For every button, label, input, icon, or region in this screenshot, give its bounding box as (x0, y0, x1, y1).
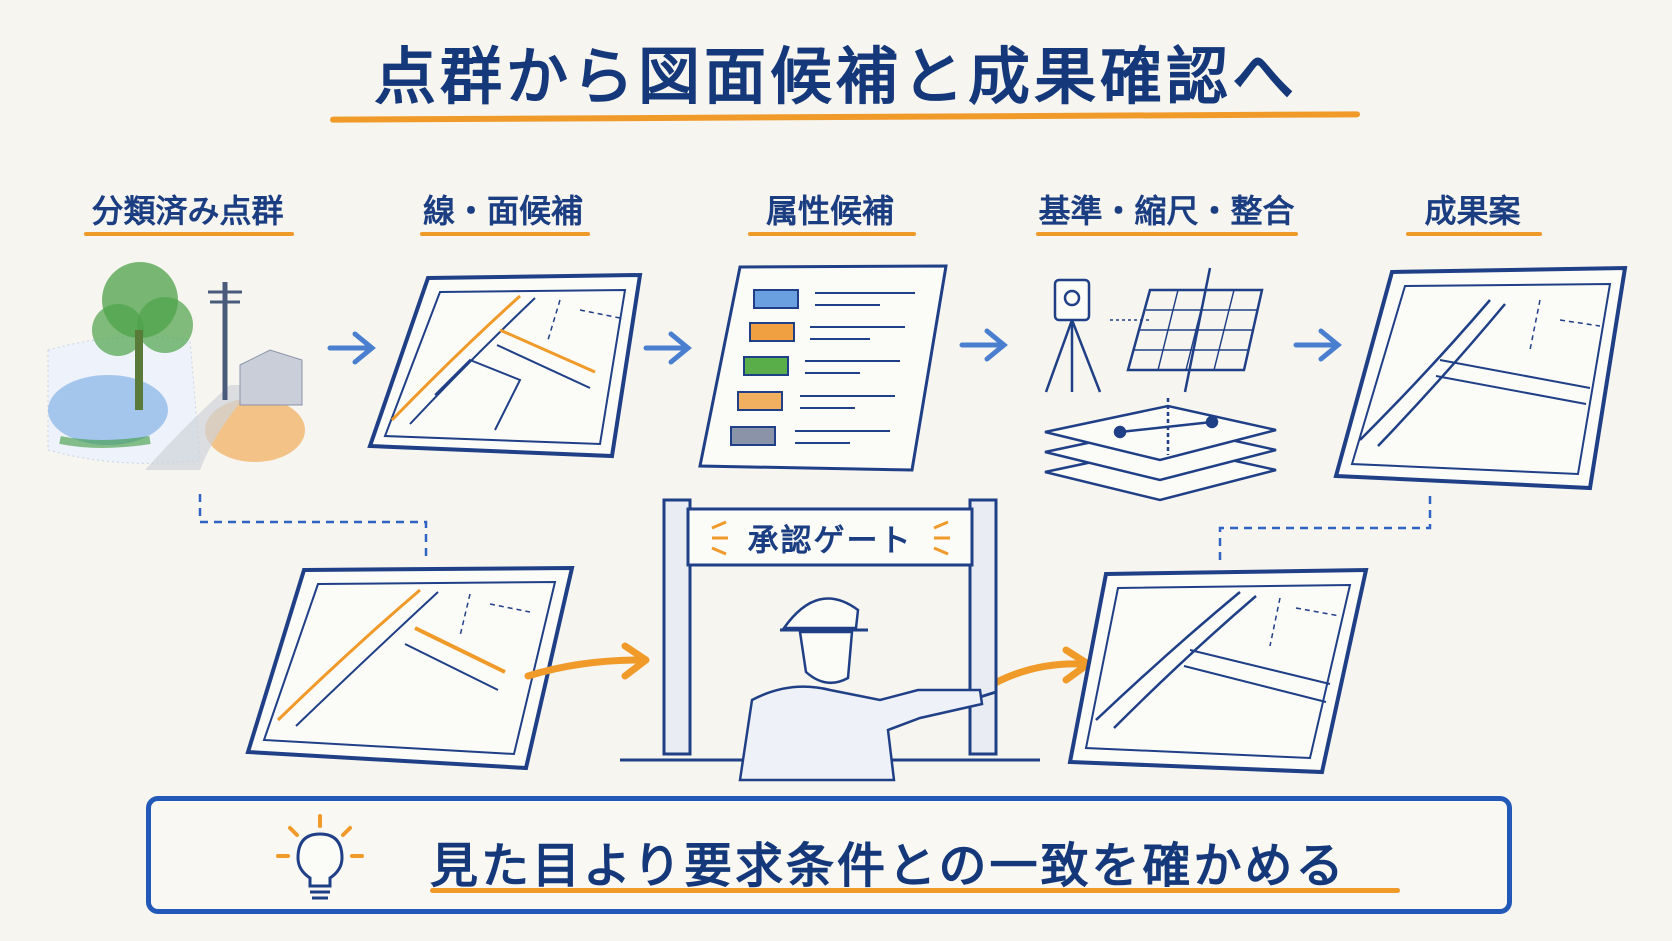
layer-stack-icon (1044, 398, 1277, 502)
flow-arrow-icon (327, 328, 1342, 365)
step-label-draft-deliverable: 成果案 (1424, 192, 1521, 230)
step-underline-4 (1036, 232, 1298, 236)
dashed-connector-left (198, 494, 428, 558)
approval-gate-icon (620, 498, 1040, 762)
verified-map-icon (1067, 567, 1369, 775)
step-label-line-area-candidates: 線・面候補 (422, 192, 583, 230)
step-underline-3 (748, 232, 916, 236)
candidate-map-icon (245, 565, 575, 771)
key-message-text: 見た目より要求条件との一致を確かめる (430, 838, 1347, 894)
attribute-list-icon (698, 264, 948, 472)
step-label-attribute-candidates: 属性候補 (765, 192, 894, 230)
key-message-underline (430, 888, 1400, 893)
page-title: 点群から図面候補と成果確認へ (373, 40, 1298, 113)
dashed-connector-right (1218, 494, 1432, 560)
draft-map-icon (1333, 265, 1628, 491)
step-underline-1 (84, 232, 294, 236)
map-sheet-icon (367, 272, 643, 459)
step-label-reference-scale-consistency: 基準・縮尺・整合 (1038, 192, 1295, 230)
key-message-box (146, 796, 1512, 914)
step-underline-5 (1406, 232, 1542, 236)
step-label-classified-points: 分類済み点群 (91, 192, 284, 230)
survey-instrument-icon (1044, 278, 1102, 393)
lightbulb-icon (276, 814, 364, 900)
point-cloud-scene-icon (47, 262, 305, 470)
approval-gate-label: 承認ゲート (747, 522, 913, 559)
inspector-worker-icon (738, 597, 997, 782)
approval-arrow-in (524, 656, 644, 680)
coordinate-grid-icon (1110, 267, 1264, 393)
step-underline-2 (420, 232, 590, 236)
